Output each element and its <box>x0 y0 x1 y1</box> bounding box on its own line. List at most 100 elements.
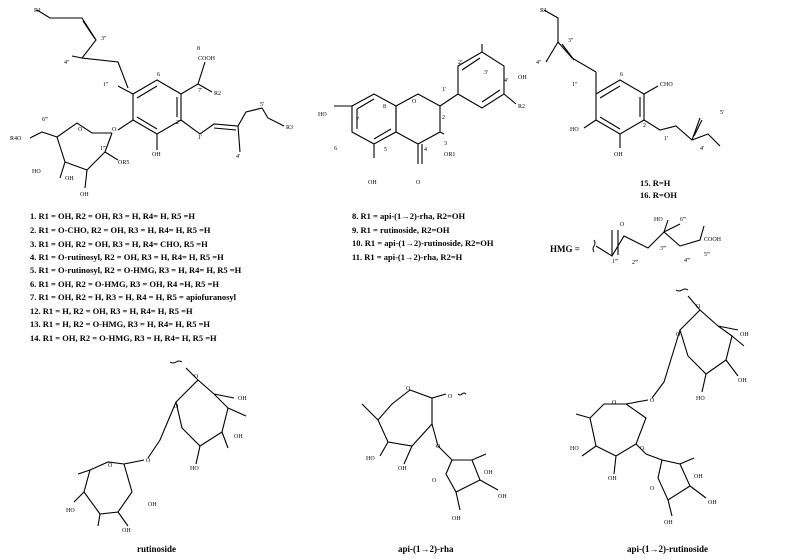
atom-label: O <box>612 400 617 406</box>
atom-label: OH <box>498 494 507 500</box>
compound-line: 1. R1 = OH, R2 = OH, R3 = H, R4= H, R5 =… <box>30 211 195 221</box>
atom-label: O <box>650 486 655 492</box>
atom-label: 3 <box>444 141 447 147</box>
atom-label: R1 <box>540 8 547 14</box>
compound-line: 13. R1 = H, R2 = O-HMG, R3 = H, R4= H, R… <box>30 319 210 329</box>
atom-label: O <box>146 458 151 464</box>
atom-label: O <box>436 444 441 450</box>
structure-b: 2' 3' 4' OH 1' R2 HO 8 O 2 7 3 6 5 4 OR1… <box>318 44 527 262</box>
atom-label: 8 <box>383 104 386 110</box>
atom-label: OH <box>152 152 161 158</box>
atom-label: COOH <box>704 237 722 243</box>
structure-c: R1 3'' 4'' 1'' 6 CHO 2 1' 5' 4' HO OH 15… <box>536 8 724 200</box>
atom-label: 1' <box>442 87 446 93</box>
atom-label: O <box>620 222 625 228</box>
atom-label: OH <box>65 176 74 182</box>
atom-label: 1'' <box>572 82 577 88</box>
atom-label: 6''' <box>680 217 686 223</box>
atom-label: 6 <box>157 72 160 78</box>
atom-label: 4'' <box>536 60 541 66</box>
compound-line: 7. R1 = OH, R2 = H, R3 = H, R4 = H, R5 =… <box>30 292 237 302</box>
compound-line: 16. R=OH <box>640 190 677 200</box>
atom-label: O <box>650 398 655 404</box>
atom-label: HO <box>696 396 705 402</box>
atom-label: OH <box>234 434 243 440</box>
atom-label: HO <box>32 169 41 175</box>
atom-label: R2 <box>518 104 525 110</box>
atom-label: R4O <box>10 136 22 142</box>
api-rutinoside-structure: O O OH OH HO O O OH HO O O OH OH OH api-… <box>570 288 749 554</box>
atom-label: 7' <box>198 88 202 94</box>
atom-label: OH <box>694 474 703 480</box>
atom-label: 5''' <box>704 252 710 258</box>
atom-label: HO <box>190 466 199 472</box>
compound-line: 6. R1 = OH, R2 = O-HMG, R3 = OH, R4 =H, … <box>30 279 219 289</box>
atom-label: OH <box>122 528 131 534</box>
atom-label: R1 <box>34 8 41 14</box>
atom-label: OH <box>484 470 493 476</box>
hmg-label: HMG = <box>550 244 580 254</box>
atom-label: O <box>108 463 113 469</box>
atom-label: O <box>696 304 701 310</box>
atom-label: 1'' <box>103 82 108 88</box>
atom-label: OH <box>614 152 623 158</box>
atom-label: 2' <box>458 60 462 66</box>
atom-label: 3' <box>484 70 488 76</box>
atom-label: HO <box>570 127 579 133</box>
rutinoside-caption: rutinoside <box>137 544 176 554</box>
atom-label: 4' <box>700 146 704 152</box>
api-rha-structure: O O OH HO O O OH OH OH api-(1→2)-rha <box>361 386 507 554</box>
atom-label: 2 <box>442 115 445 121</box>
atom-label: CHO <box>660 82 673 88</box>
atom-label: 7 <box>356 117 359 123</box>
atom-label: OH <box>398 466 407 472</box>
compound-line: 15. R=H <box>640 178 671 188</box>
atom-label: HO <box>318 112 327 118</box>
structure-a: R1 3'' 4'' 1'' 8 COOH 7' R2 6 2 1' 5' R3… <box>10 8 293 343</box>
atom-label: O <box>112 127 117 133</box>
atom-label: 2''' <box>632 260 638 266</box>
atom-label: 5 <box>384 147 387 153</box>
atom-label: O <box>640 446 645 452</box>
atom-label: 6 <box>334 146 337 152</box>
atom-label: 5' <box>260 102 264 108</box>
compound-line: 5. R1 = O-rutinosyl, R2 = O-HMG, R3 = H,… <box>30 265 242 275</box>
api-rha-caption: api-(1→2)-rha <box>398 544 454 554</box>
atom-label: O <box>412 99 417 105</box>
atom-label: HO <box>66 508 75 514</box>
atom-label: HO <box>570 446 579 452</box>
atom-label: 4''' <box>684 258 690 264</box>
atom-label: HO <box>366 456 375 462</box>
atom-label: OH <box>518 75 527 81</box>
atom-label: HO <box>654 217 663 223</box>
atom-label: 6 <box>620 72 623 78</box>
compound-line: 4. R1 = O-rutinosyl, R2 = OH, R3 = H, R4… <box>30 252 224 262</box>
atom-label: OH <box>80 192 89 198</box>
atom-label: R3 <box>286 125 293 131</box>
atom-label: R2 <box>214 91 221 97</box>
atom-label: OH <box>740 332 749 338</box>
rutinoside-structure: O O OH OH HO O O OH OH HO rutinoside <box>66 360 247 554</box>
atom-label: O <box>78 127 83 133</box>
atom-label: OH <box>708 500 717 506</box>
compound-line: 12. R1 = H, R2 = OH, R3 = H, R4= H, R5 =… <box>30 306 193 316</box>
compound-line: 10. R1 = api-(1→2)-rutinoside, R2=OH <box>352 238 494 248</box>
atom-label: 1' <box>198 135 202 141</box>
atom-label: 4'' <box>64 60 69 66</box>
compound-line: 3. R1 = OH, R2 = OH, R3 = H, R4= CHO, R5… <box>30 239 208 249</box>
atom-label: COOH <box>198 56 216 62</box>
atom-label: O <box>174 404 179 410</box>
atom-label: 3'' <box>568 38 573 44</box>
atom-label: 6''' <box>42 117 48 123</box>
atom-label: 1''' <box>612 259 618 265</box>
atom-label: 5' <box>720 110 724 116</box>
atom-label: 4' <box>504 78 508 84</box>
atom-label: OH <box>452 516 461 522</box>
atom-label: OH <box>368 180 377 186</box>
atom-label: 3'' <box>101 36 106 42</box>
atom-label: 2 <box>643 123 646 129</box>
atom-label: 2 <box>176 120 179 126</box>
atom-label: OH <box>664 520 673 526</box>
atom-label: OH <box>238 396 247 402</box>
